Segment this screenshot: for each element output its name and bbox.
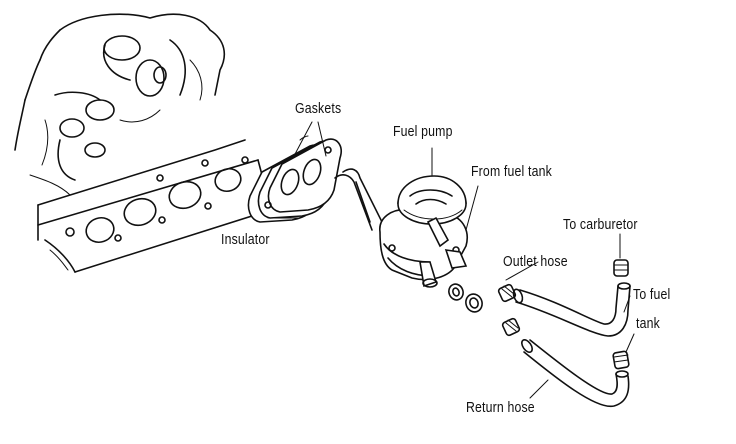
label-gaskets: Gaskets xyxy=(295,100,342,117)
label-fuel-pump: Fuel pump xyxy=(393,123,453,140)
label-to-fuel-tank-line1: To fuel xyxy=(633,286,671,303)
return-hose xyxy=(521,339,630,408)
label-return-hose: Return hose xyxy=(466,399,535,416)
leader-lines xyxy=(267,121,635,399)
label-to-carburetor: To carburetor xyxy=(563,216,638,233)
label-insulator: Insulator xyxy=(221,231,270,248)
label-to-fuel-tank-line2: tank xyxy=(636,315,660,332)
label-from-fuel-tank: From fuel tank xyxy=(471,163,552,180)
hose-clamps xyxy=(448,259,630,370)
fuel-pump xyxy=(334,168,468,288)
label-outlet-hose: Outlet hose xyxy=(503,253,568,270)
outlet-hose xyxy=(512,282,631,337)
gasket-insulator-stack xyxy=(247,135,342,223)
